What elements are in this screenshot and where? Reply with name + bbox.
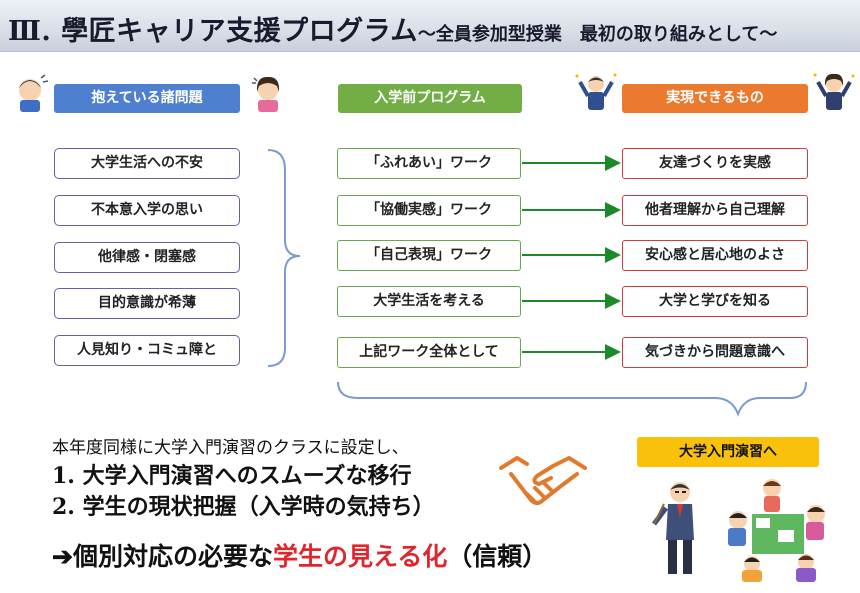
outcome-item: 他者理解から自己理解 xyxy=(622,195,808,226)
program-item: 「自己表現」ワーク xyxy=(337,240,521,271)
point-1: 1. 大学入門演習へのスムーズな移行 xyxy=(52,463,412,489)
right-brace xyxy=(267,149,301,367)
conclusion-suffix: （信頼） xyxy=(447,542,548,571)
problem-item: 大学生活への不安 xyxy=(54,148,240,179)
cheering-woman-icon xyxy=(813,73,855,110)
outcome-item: 友達づくりを実感 xyxy=(622,148,808,179)
title-main: Ⅲ. 學匠キャリア支援プログラム xyxy=(8,16,418,47)
outcome-item: 気づきから問題意識へ xyxy=(622,337,808,368)
teacher-icon xyxy=(652,482,694,574)
problem-item: 他律感・閉塞感 xyxy=(54,242,240,273)
header-program: 入学前プログラム xyxy=(338,84,522,113)
outcome-item: 大学と学びを知る xyxy=(622,286,808,317)
problem-item: 人見知り・コミュ障と xyxy=(54,335,240,366)
title-bar: Ⅲ. 學匠キャリア支援プログラム～全員参加型授業 最初の取り組みとして～ xyxy=(0,0,860,52)
header-problems: 抱えている諸問題 xyxy=(54,84,240,113)
discussion-group-icon xyxy=(728,479,825,582)
handshake-icon xyxy=(499,456,587,505)
program-item: 「ふれあい」ワーク xyxy=(337,148,521,179)
outcome-item: 安心感と居心地のよさ xyxy=(622,240,808,271)
title-subtitle: ～全員参加型授業 最初の取り組みとして～ xyxy=(417,24,778,45)
cheering-man-icon xyxy=(575,73,617,110)
problem-item: 目的意識が希薄 xyxy=(54,288,240,319)
bottom-brace xyxy=(337,381,807,417)
conclusion: ➔個別対応の必要な学生の見える化（信頼） xyxy=(52,537,547,573)
header-outcomes: 実現できるもの xyxy=(622,84,808,113)
program-item: 「協働実感」ワーク xyxy=(337,195,521,226)
point-2: 2. 学生の現状把握（入学時の気持ち） xyxy=(52,494,435,520)
conclusion-highlight: 学生の見える化 xyxy=(272,542,448,571)
troubled-woman-icon xyxy=(252,76,280,112)
program-item: 大学生活を考える xyxy=(337,286,521,317)
problem-item: 不本意入学の思い xyxy=(54,195,240,226)
worried-student-icon xyxy=(19,74,49,112)
page-title: Ⅲ. 學匠キャリア支援プログラム～全員参加型授業 最初の取り組みとして～ xyxy=(8,9,777,48)
conclusion-prefix: ➔個別対応の必要な xyxy=(52,542,273,571)
next-step-button: 大学入門演習へ xyxy=(637,437,819,467)
intro-text: 本年度同様に大学入門演習のクラスに設定し、 xyxy=(52,438,409,458)
program-item: 上記ワーク全体として xyxy=(337,337,521,368)
